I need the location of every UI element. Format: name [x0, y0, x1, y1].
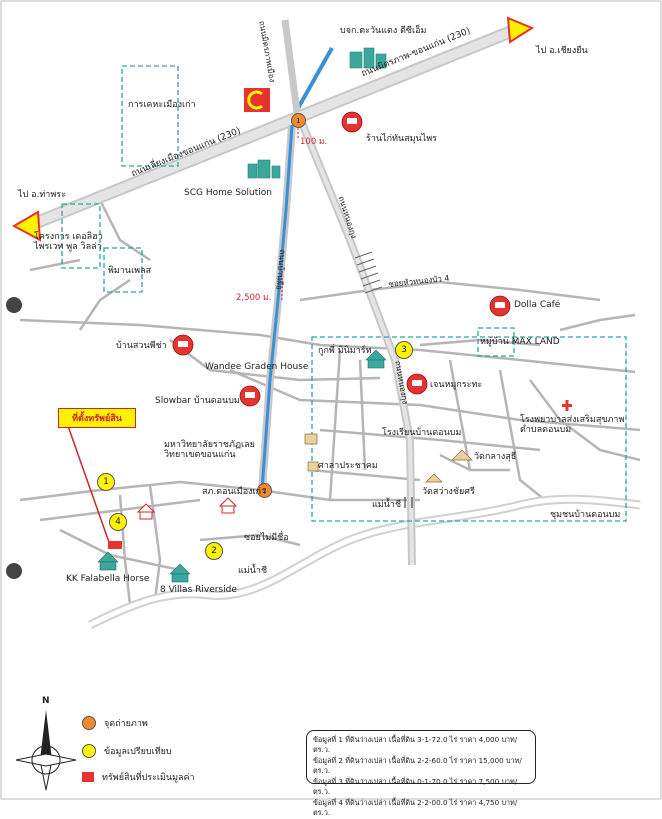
label-wat-klang: วัดกลางสุธี: [474, 452, 517, 462]
comparison-table: ข้อมูลที่ 1 ที่ดินว่างเปล่า เนื้อที่ดิน …: [306, 730, 536, 817]
comparison-row: ข้อมูลที่ 3 ที่ดินว่างเปล่า เนื้อที่ดิน …: [313, 776, 518, 797]
label-maxland: หมู่บ้าน MAX LAND: [480, 337, 560, 347]
label-wat-chai: วัดสว่างชัยศรี: [422, 487, 475, 497]
label-distance-100: 100 ม.: [300, 137, 328, 147]
comparison-row: ข้อมูลที่ 2 ที่ดินว่างเปล่า เนื้อที่ดิน …: [313, 755, 522, 776]
label-soi-nameless: ซอยไม่มีชื่อ: [244, 533, 289, 543]
compass-icon: [15, 710, 77, 791]
zone-maxland: [477, 327, 515, 357]
comparison-row: ข้อมูลที่ 1 ที่ดินว่างเปล่า เนื้อที่ดิน …: [313, 735, 518, 755]
comparison-marker-2[interactable]: 2: [205, 542, 223, 560]
zone-project: [61, 203, 101, 269]
big-c-logo-icon: [244, 88, 270, 112]
label-mae-nam-chi-right: แม่น้ำชี: [372, 500, 402, 510]
arrow-left-icon: [11, 210, 42, 242]
comparison-marker-3[interactable]: 3: [395, 341, 413, 359]
legend-comparison: ข้อมูลเปรียบเทียบ: [82, 744, 172, 758]
map-canvas: [0, 0, 662, 800]
binder-hole: [6, 297, 22, 313]
label-jane: เจนหมูกระทะ: [430, 380, 483, 390]
label-slowbar: Slowbar บ้านดอนบม: [155, 396, 240, 406]
zone-kheha: [121, 65, 179, 167]
label-university: มหาวิทยาลัยราชภัฏเลย วิทยาเขตขอนแก่น: [164, 440, 255, 461]
legend-property: ทรัพย์สินที่ประเมินมูลค่า: [82, 770, 195, 784]
label-company: บจก.ตะวันแดง ดีซีเอ็ม: [340, 26, 427, 36]
small-house-icon: [136, 497, 238, 520]
label-kk-falabella: KK Falabella Horse: [66, 574, 150, 584]
label-wandee: Wandee Graden House: [205, 362, 309, 372]
label-koofi: กูกพี่ มินิมาร์ท: [318, 346, 372, 356]
label-phiman: พิมานเพลส: [108, 266, 152, 276]
label-sao: สภ.ดอนเมืองเก่า: [202, 487, 267, 497]
label-community: ชุมชนบ้านดอนบม: [550, 510, 621, 520]
orange-dot-icon: [82, 716, 96, 730]
zone-phiman: [103, 247, 143, 293]
label-herb-shop: ร้านไก่ทันสมุนไพร: [366, 134, 437, 144]
comparison-row: ข้อมูลที่ 4 ที่ดินว่างเปล่า เนื้อที่ดิน …: [313, 797, 518, 818]
binder-hole: [6, 563, 22, 579]
red-square-icon: [82, 772, 94, 782]
label-project: โครงการ เดอลิฮา ไพรเวท พูล วิลล่า: [34, 232, 103, 253]
label-to-chiang-yuen: ไป อ.เชียงยืน: [536, 46, 588, 56]
photo-point-2[interactable]: 2: [257, 483, 272, 498]
house-icon: [97, 349, 387, 583]
building-icon: [247, 47, 387, 179]
property-marker: [108, 541, 122, 549]
arrow-right-icon: [506, 16, 535, 44]
label-kheha: การเคหะเมืองเก่า: [128, 100, 196, 110]
comparison-marker-4[interactable]: 4: [109, 513, 127, 531]
label-suan-pheela: บ้านสวนพีช่า: [116, 341, 167, 351]
compass-north-label: N: [42, 696, 50, 706]
temple-icon: [304, 433, 473, 483]
label-sala: ศาลาประชาคม: [318, 461, 378, 471]
legend-photo-point: จุดถ่ายภาพ: [82, 716, 148, 730]
yellow-dot-icon: [82, 744, 96, 758]
zone-donbom: [311, 336, 627, 522]
hospital-icon: [562, 400, 572, 411]
label-dolla-cafe: Dolla Café: [514, 300, 561, 310]
local-roads: [19, 199, 641, 606]
label-scg: SCG Home Solution: [184, 188, 272, 198]
photo-point-1[interactable]: 1: [291, 113, 306, 128]
label-distance-2500: 2,500 ม.: [236, 293, 272, 303]
property-location-box: ที่ตั้งทรัพย์สิน: [58, 408, 136, 428]
label-hospital: โรงพยาบาลส่งเสริมสุขภาพ ตำบลดอนบม: [520, 415, 625, 436]
label-mae-nam-chi-left: แม่น้ำชี: [238, 566, 268, 576]
comparison-marker-1[interactable]: 1: [97, 473, 115, 491]
label-to-tha-phra: ไป อ.ท่าพระ: [18, 190, 66, 200]
label-villas: 8 Villas Riverside: [160, 585, 237, 595]
label-school: โรงเรียนบ้านดอนบม: [382, 428, 462, 438]
